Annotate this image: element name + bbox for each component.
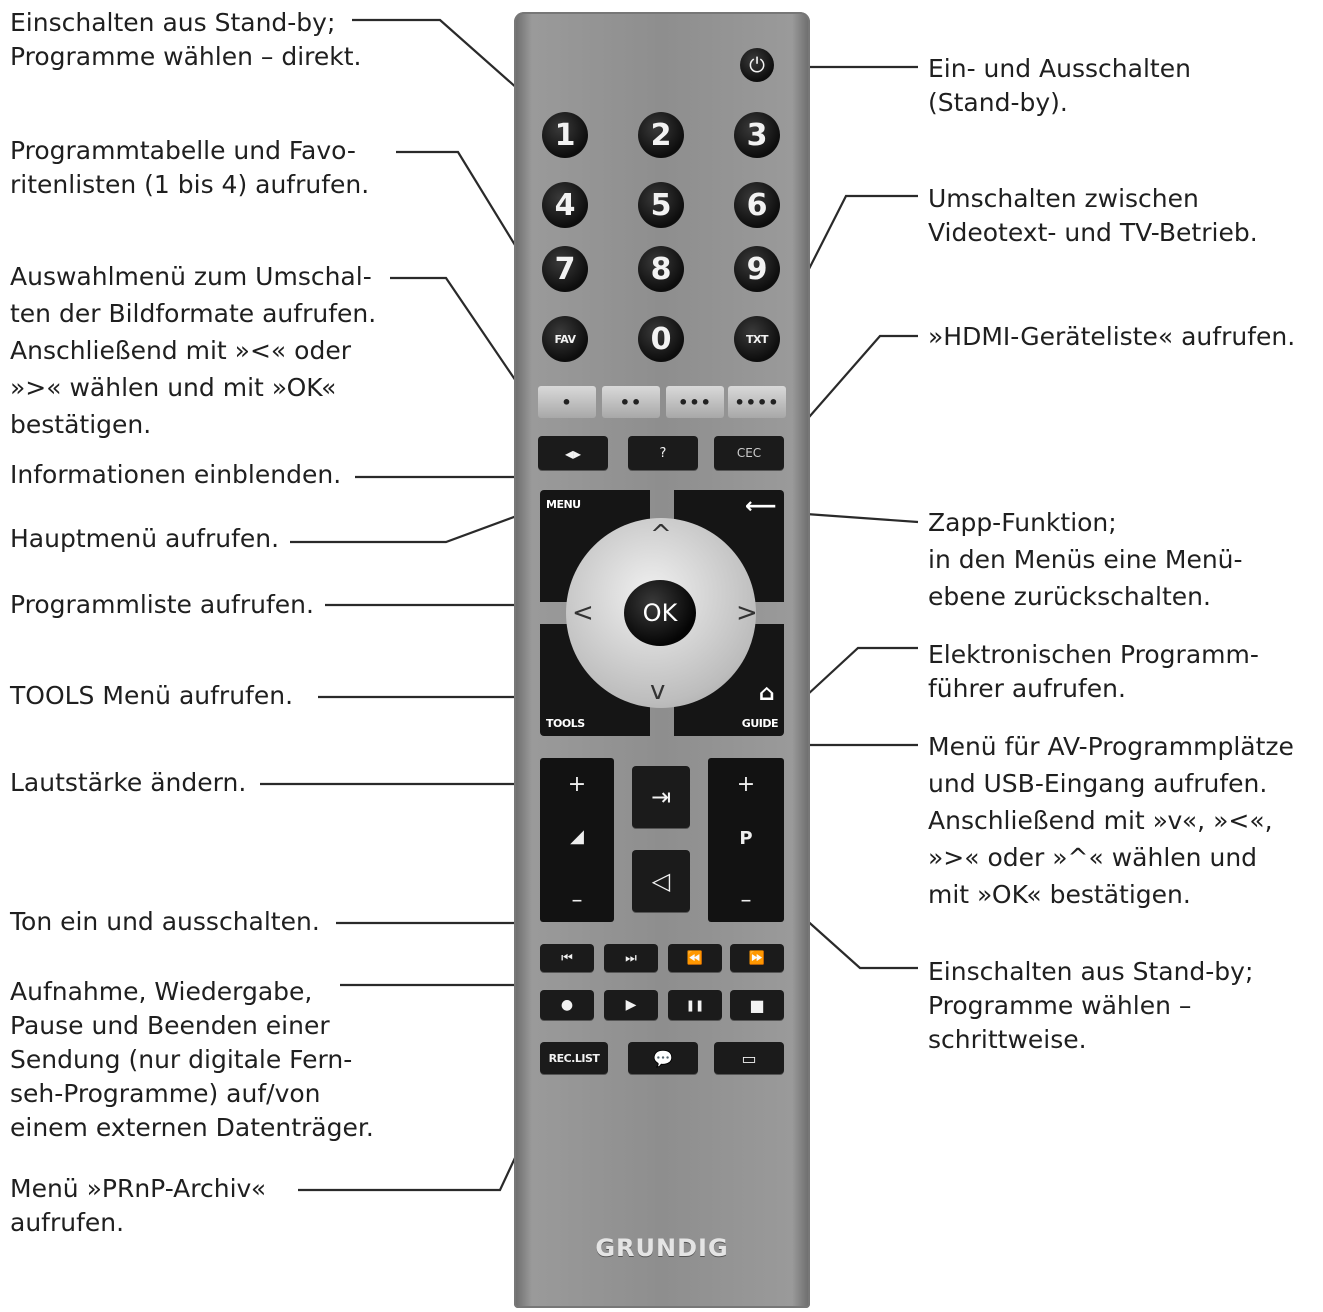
callout-format: Auswahlmenü zum Umschal- ten der Bildfor… (10, 262, 377, 439)
volume-rocker[interactable]: + ◢ – (540, 758, 614, 922)
number-key-7[interactable]: 7 (542, 246, 588, 292)
ok-button[interactable]: OK (624, 580, 696, 646)
number-key-4[interactable]: 4 (542, 182, 588, 228)
program-minus[interactable]: – (740, 888, 752, 913)
callout-standby-direct: Einschalten aus Stand-by; Programme wähl… (10, 8, 362, 71)
callout-fav: Programmtabelle und Favo- ritenlisten (1… (10, 136, 370, 199)
color-key-1[interactable]: • (538, 386, 596, 418)
callout-hdmi: »HDMI-Geräteliste« aufrufen. (928, 322, 1296, 351)
power-button[interactable]: ⏻ (740, 48, 774, 82)
color-key-3[interactable]: ••• (666, 386, 724, 418)
callout-mute: Ton ein und ausschalten. (10, 907, 320, 936)
program-rocker[interactable]: + P – (708, 758, 784, 922)
guide-label: GUIDE (741, 717, 779, 730)
color-key-2[interactable]: •• (602, 386, 660, 418)
subtitle-button[interactable]: ▭ (714, 1042, 784, 1074)
play-button[interactable]: ▶ (604, 990, 658, 1020)
rec-list-button[interactable]: REC.LIST (540, 1042, 608, 1074)
record-button[interactable]: ● (540, 990, 594, 1020)
left-arrow-icon[interactable]: < (572, 598, 594, 628)
chat-button[interactable]: 💬 (628, 1042, 698, 1074)
fav-button[interactable]: FAV (542, 316, 588, 362)
callout-archive: Menü »PRnP-Archiv« aufrufen. (10, 1174, 267, 1237)
menu-label: MENU (546, 498, 581, 511)
cec-button[interactable]: CEC (714, 436, 784, 470)
subtitle-icon: ▭ (741, 1048, 757, 1068)
leader-standby-direct (352, 18, 537, 106)
up-arrow-icon[interactable]: ^ (650, 520, 672, 550)
number-key-2[interactable]: 2 (638, 112, 684, 158)
callout-proglist: Programmliste aufrufen. (10, 590, 314, 619)
brand-logo: GRUNDIG (595, 1234, 729, 1262)
callout-back: Zapp-Funktion; in den Menüs eine Menü- e… (928, 508, 1243, 611)
callout-record: Aufnahme, Wiedergabe, Pause und Beenden … (10, 977, 374, 1142)
callout-txt: Umschalten zwischen Videotext- und TV-Be… (928, 184, 1258, 247)
callout-tools: TOOLS Menü aufrufen. (10, 681, 294, 710)
number-key-1[interactable]: 1 (542, 112, 588, 158)
txt-button[interactable]: TXT (734, 316, 780, 362)
info-button[interactable]: ? (628, 436, 698, 470)
home-icon: ⌂ (758, 681, 775, 706)
callout-epg: Elektronischen Programm- führer aufrufen… (928, 640, 1259, 703)
format-icon: ◂▸ (564, 443, 582, 463)
callout-av: Menü für AV-Programmplätze und USB-Einga… (928, 732, 1294, 909)
number-key-3[interactable]: 3 (734, 112, 780, 158)
volume-icon: ◢ (570, 826, 584, 847)
number-key-5[interactable]: 5 (638, 182, 684, 228)
tools-label: TOOLS (546, 717, 585, 730)
leader-hdmi (781, 334, 918, 449)
program-plus[interactable]: + (736, 772, 756, 797)
mute-icon: ◁ (651, 867, 671, 895)
program-label: P (739, 828, 753, 849)
chat-icon: 💬 (653, 1048, 673, 1068)
pause-button[interactable]: ❚❚ (668, 990, 722, 1020)
callout-prog-step: Einschalten aus Stand-by; Programme wähl… (928, 957, 1254, 1054)
fav-label: FAV (554, 332, 576, 346)
back-icon: ⟵ (744, 494, 777, 519)
skip-forward-button[interactable]: ⏭ (604, 944, 658, 972)
skip-back-button[interactable]: ⏮ (540, 944, 594, 972)
source-icon: ⇥ (650, 783, 672, 811)
color-key-4[interactable]: •••• (728, 386, 786, 418)
fast-forward-button[interactable]: ⏩ (730, 944, 784, 972)
mute-button[interactable]: ◁ (632, 850, 690, 912)
number-key-6[interactable]: 6 (734, 182, 780, 228)
volume-minus[interactable]: – (571, 888, 583, 913)
txt-label: TXT (746, 332, 769, 346)
number-key-8[interactable]: 8 (638, 246, 684, 292)
stop-button[interactable]: ■ (730, 990, 784, 1020)
number-key-0[interactable]: 0 (638, 316, 684, 362)
callout-power: Ein- und Ausschalten (Stand-by). (928, 54, 1191, 117)
callout-menu: Hauptmenü aufrufen. (10, 524, 280, 553)
down-arrow-icon[interactable]: v (650, 676, 666, 706)
rewind-button[interactable]: ⏪ (668, 944, 722, 972)
source-button[interactable]: ⇥ (632, 766, 690, 828)
format-button[interactable]: ◂▸ (538, 436, 608, 470)
power-icon: ⏻ (749, 53, 765, 77)
callout-volume: Lautstärke ändern. (10, 768, 247, 797)
callout-info: Informationen einblenden. (10, 460, 342, 489)
volume-plus[interactable]: + (567, 772, 587, 797)
rec-list-label: REC.LIST (548, 1051, 600, 1065)
right-arrow-icon[interactable]: > (736, 598, 758, 628)
number-key-9[interactable]: 9 (734, 246, 780, 292)
